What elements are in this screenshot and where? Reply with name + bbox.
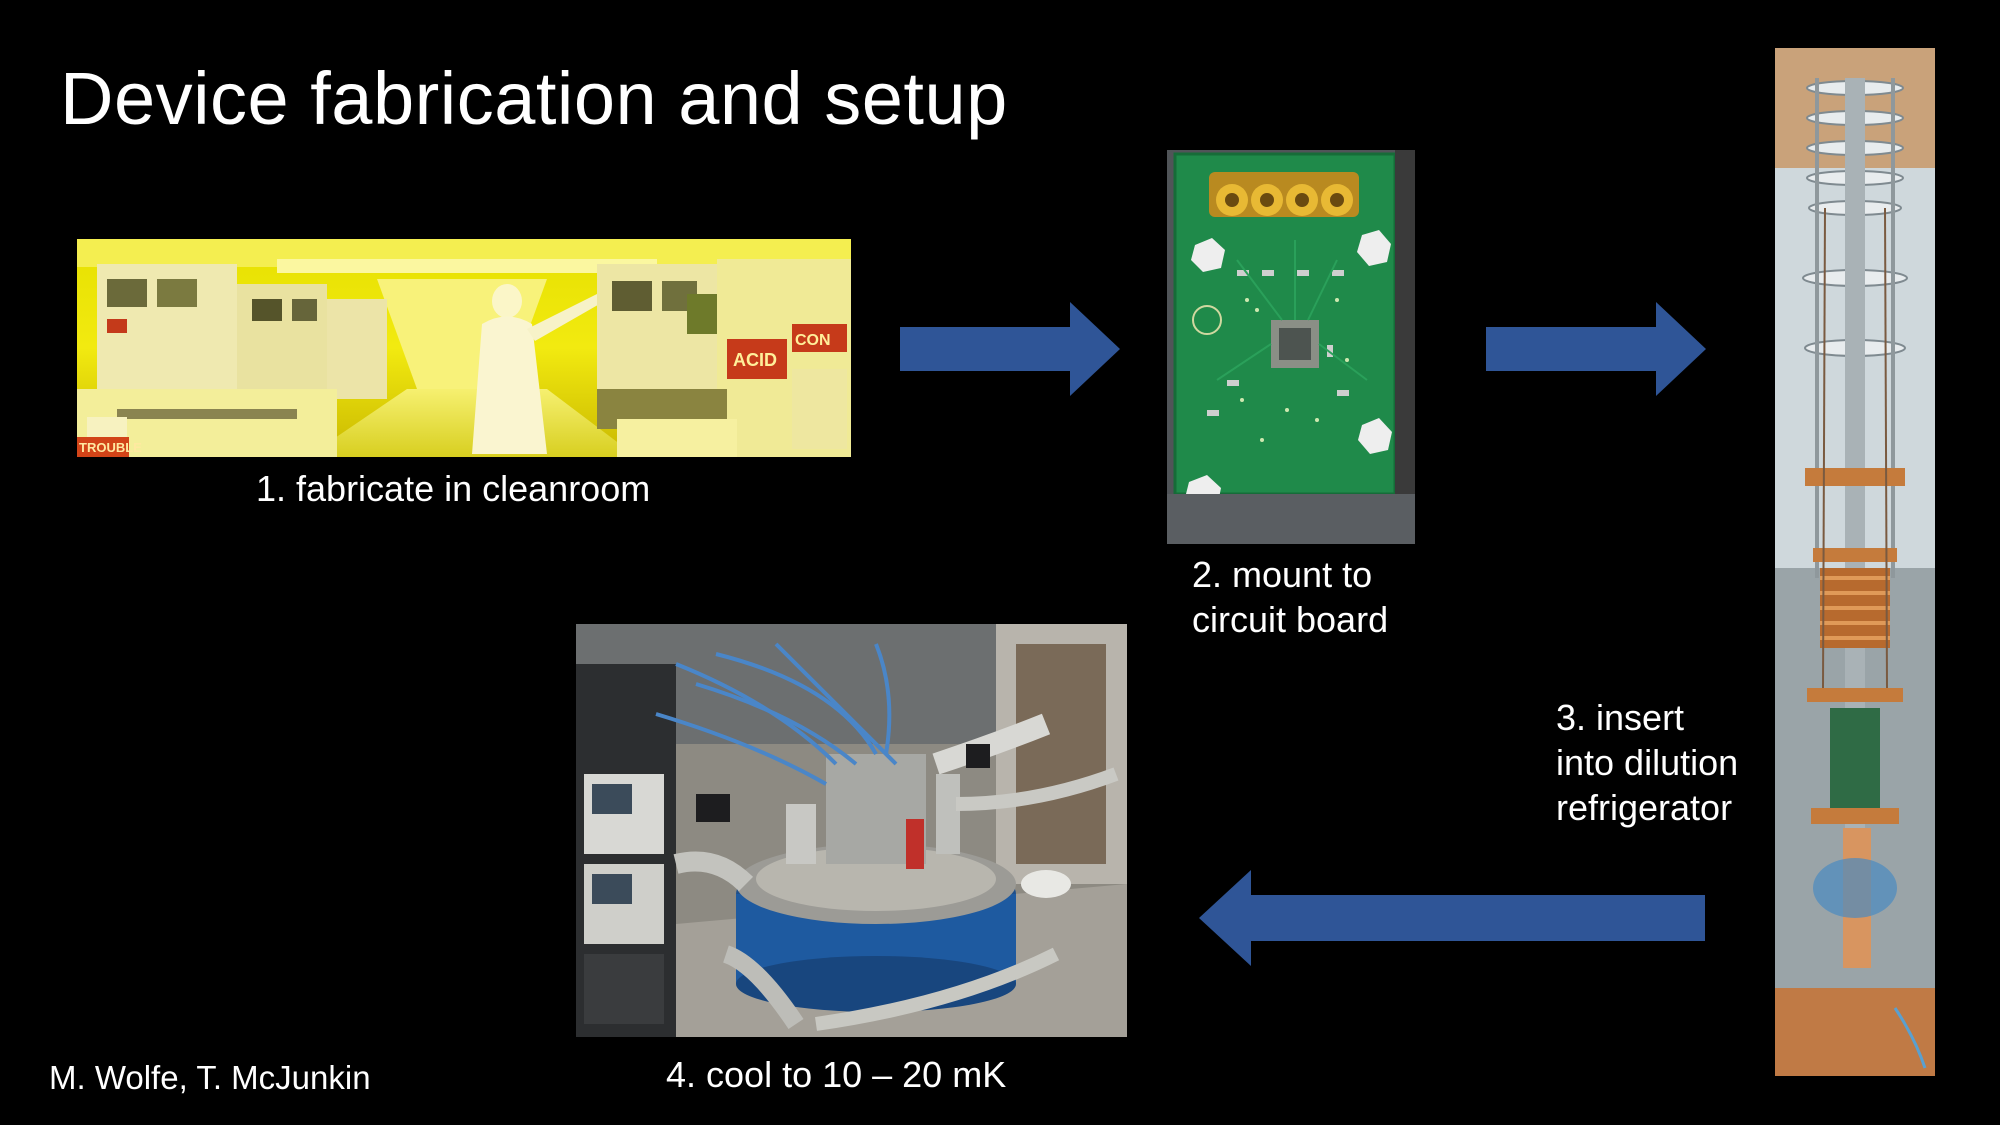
step-2-caption: 2. mount to circuit board <box>1192 554 1389 640</box>
step-3-caption: 3. insert into dilution refrigerator <box>1556 697 1739 828</box>
control-sign-text: CON <box>795 332 831 349</box>
circuit-board-photo <box>1167 150 1415 544</box>
cryostat-setup-photo <box>576 624 1127 1037</box>
arrow-right-1 <box>900 302 1120 396</box>
arrow-left <box>1199 870 1705 966</box>
acid-sign-text: ACID <box>733 350 777 370</box>
step-1-caption: 1. fabricate in cleanroom <box>256 468 651 509</box>
arrow-right-2 <box>1486 302 1706 396</box>
dilution-refrigerator-photo <box>1775 48 1935 1076</box>
trouble-sign-text: TROUBLE <box>79 440 142 455</box>
author-credit: M. Wolfe, T. McJunkin <box>49 1059 371 1096</box>
slide-title: Device fabrication and setup <box>60 57 1008 140</box>
step-4-caption: 4. cool to 10 – 20 mK <box>666 1054 1007 1095</box>
cleanroom-photo: TROUBLE ACID CON <box>77 239 851 457</box>
